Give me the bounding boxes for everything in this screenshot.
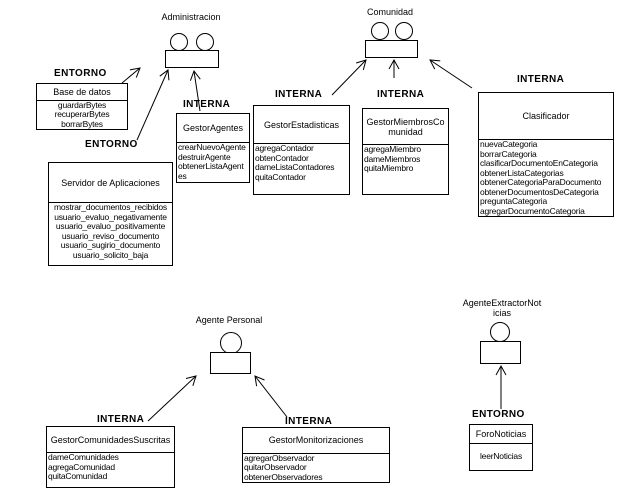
class-methods: crearNuevoAgente destruirAgente obtenerL…	[178, 142, 246, 181]
class-methods: leerNoticias	[479, 451, 522, 462]
arrow-gestor-comunidades-to-agente-personal	[147, 375, 197, 422]
agent-body-agente-extractor	[480, 341, 521, 364]
agent-head-icon	[170, 33, 188, 51]
stereotype-interna-gestor-miembros: INTERNA	[377, 89, 425, 100]
class-methods: nuevaCategoria borrarCategoria clasifica…	[480, 139, 602, 216]
arrow-servidor-to-administracion	[136, 69, 170, 141]
class-foro-noticias: ForoNoticias leerNoticias	[469, 424, 533, 471]
class-gestor-monitorizaciones: GestorMonitorizaciones agregarObservador…	[242, 427, 390, 483]
class-title: Servidor de Aplicaciones	[49, 163, 172, 203]
agent-head-icon	[490, 322, 510, 342]
class-clasificador: Clasificador nuevaCategoria borrarCatego…	[478, 92, 614, 217]
agent-head-icon	[371, 22, 389, 40]
stereotype-interna-gestor-comunidades: INTERNA	[97, 414, 145, 425]
class-servidor-de-aplicaciones: Servidor de Aplicaciones mostrar_documen…	[48, 162, 173, 266]
stereotype-interna-gestor-estadisticas: INTERNA	[275, 89, 323, 100]
class-title: GestorEstadisticas	[254, 106, 349, 144]
class-gestor-estadisticas: GestorEstadisticas agregaContador obtenC…	[253, 105, 350, 195]
class-title: GestorMiembrosComunidad	[363, 109, 448, 145]
agent-body-comunidad	[365, 40, 418, 58]
class-methods: agregarObservador quitarObservador obten…	[244, 452, 323, 482]
agent-head-icon	[395, 22, 413, 40]
arrow-gestor-estadisticas-to-comunidad	[331, 59, 367, 96]
agent-label-agente-personal: Agente Personal	[195, 315, 263, 325]
class-title: GestorComunidadesSuscritas	[47, 427, 174, 453]
arrow-base-de-datos-to-administracion	[121, 67, 141, 84]
class-methods: mostrar_documentos_recibidos usuario_eva…	[54, 202, 167, 260]
agent-head-icon	[220, 332, 242, 354]
stereotype-entorno-base-de-datos: ENTORNO	[54, 68, 107, 79]
stereotype-interna-gestor-agentes: INTERNA	[183, 99, 231, 110]
class-methods: dameComunidades agregaComunidad quitaCom…	[48, 452, 119, 481]
class-title: ForoNoticias	[470, 425, 532, 444]
agent-label-comunidad: Comunidad	[366, 7, 414, 17]
agent-body-administracion	[165, 50, 219, 68]
class-base-de-datos: Base de datos guardarBytes recuperarByte…	[36, 83, 128, 130]
class-title: Base de datos	[37, 84, 127, 101]
stereotype-interna-gestor-monitorizaciones: INTERNA	[285, 416, 333, 427]
arrow-gestor-monitorizaciones-to-agente-personal	[254, 375, 288, 418]
class-methods: guardarBytes recuperarBytes borrarBytes	[54, 99, 110, 129]
class-gestor-agentes: GestorAgentes crearNuevoAgente destruirA…	[176, 113, 250, 183]
agent-body-agente-personal	[210, 352, 251, 374]
stereotype-entorno-servidor: ENTORNO	[85, 139, 138, 150]
stereotype-interna-clasificador: INTERNA	[517, 74, 565, 85]
agent-label-administracion: Administracion	[161, 12, 221, 22]
class-title: GestorMonitorizaciones	[243, 428, 389, 454]
agent-label-agente-extractor-noticias: AgenteExtractorNoticias	[462, 298, 542, 318]
class-title: Clasificador	[479, 93, 613, 140]
class-methods: agregaMiembro dameMiembros quitaMiembro	[364, 144, 421, 173]
class-methods: agregaContador obtenContador dameListaCo…	[255, 143, 335, 182]
class-gestor-comunidades-suscritas: GestorComunidadesSuscritas dameComunidad…	[46, 426, 175, 488]
class-title: GestorAgentes	[177, 114, 249, 143]
stereotype-entorno-foro-noticias: ENTORNO	[472, 409, 525, 420]
class-gestor-miembros-comunidad: GestorMiembrosComunidad agregaMiembro da…	[362, 108, 449, 195]
arrow-clasificador-to-comunidad	[429, 59, 473, 89]
agent-head-icon	[196, 33, 214, 51]
